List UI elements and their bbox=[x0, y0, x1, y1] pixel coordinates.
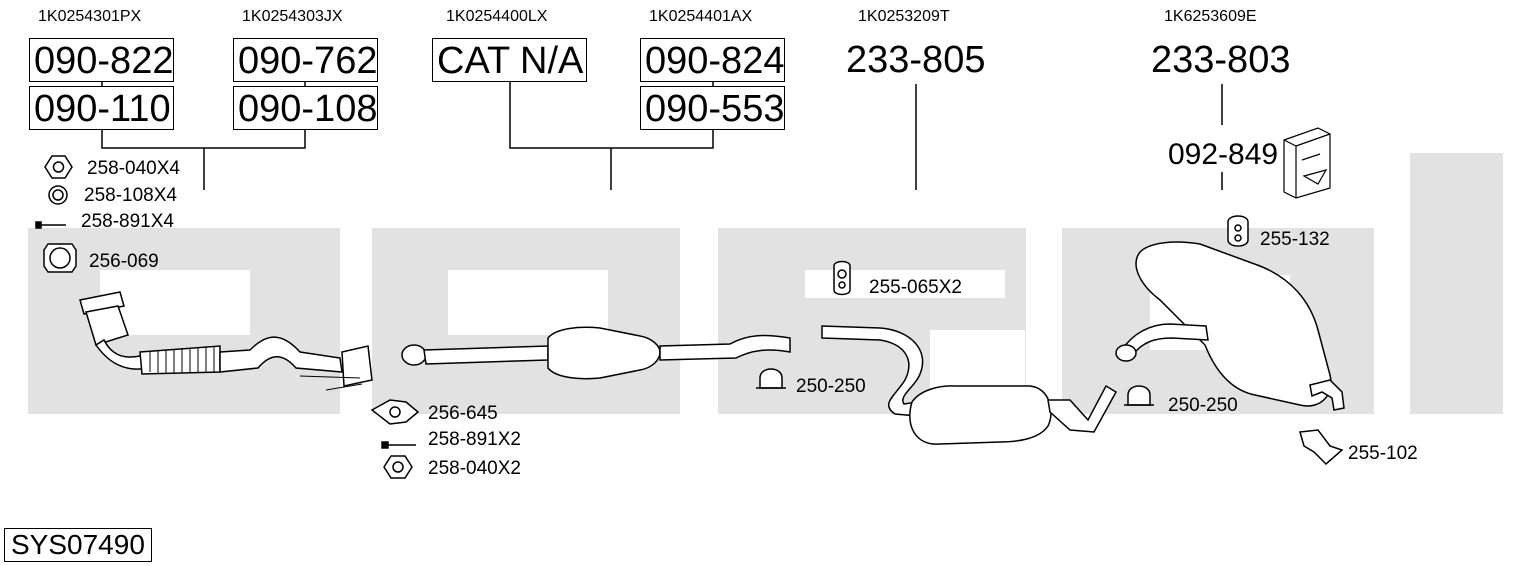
accessory-label[interactable]: 255-102 bbox=[1348, 443, 1418, 464]
part-box[interactable]: 090-762 bbox=[233, 38, 378, 82]
center-pipe-drawing bbox=[401, 326, 791, 380]
accessory-label[interactable]: 255-065X2 bbox=[869, 277, 962, 298]
part-box[interactable]: 090-108 bbox=[233, 86, 378, 130]
accessory-label[interactable]: 256-069 bbox=[89, 251, 159, 272]
oem-number: 1K0254400LX bbox=[446, 8, 548, 25]
part-box[interactable]: 090-822 bbox=[29, 38, 174, 82]
part-box[interactable]: CAT N/A bbox=[432, 38, 587, 82]
oem-number: 1K0254301PX bbox=[38, 8, 142, 25]
oem-number: 1K6253609E bbox=[1164, 8, 1257, 25]
accessory-label[interactable]: 258-891X4 bbox=[81, 211, 174, 232]
middle-silencer-drawing bbox=[821, 325, 1118, 445]
oem-number: 1K0254401AX bbox=[649, 8, 753, 25]
accessory-label[interactable]: 258-040X4 bbox=[87, 158, 180, 179]
rear-silencer-drawing bbox=[1115, 241, 1345, 411]
accessory-label[interactable]: 258-108X4 bbox=[84, 185, 177, 206]
accessory-label[interactable]: 250-250 bbox=[796, 376, 866, 397]
part-box[interactable]: 090-553 bbox=[640, 86, 785, 130]
mount-kit-box-drawing bbox=[1283, 127, 1331, 199]
accessory-label[interactable]: 255-132 bbox=[1260, 229, 1330, 250]
front-pipe-drawing bbox=[79, 291, 373, 387]
part-number-mount-kit[interactable]: 092-849 bbox=[1168, 138, 1279, 171]
oem-number: 1K0254303JX bbox=[242, 8, 343, 25]
accessory-label[interactable]: 250-250 bbox=[1168, 395, 1238, 416]
accessory-label[interactable]: 256-645 bbox=[428, 403, 498, 424]
part-box[interactable]: 090-824 bbox=[640, 38, 785, 82]
oem-number: 1K0253209T bbox=[858, 8, 950, 25]
system-code: SYS07490 bbox=[4, 528, 152, 562]
accessory-label[interactable]: 258-891X2 bbox=[428, 429, 521, 450]
part-box[interactable]: 090-110 bbox=[29, 86, 174, 130]
part-number-mid-silencer[interactable]: 233-805 bbox=[846, 39, 986, 81]
accessory-label[interactable]: 258-040X2 bbox=[428, 458, 521, 479]
part-number-rear-silencer[interactable]: 233-803 bbox=[1151, 39, 1291, 81]
hardware-icons bbox=[35, 155, 1344, 479]
